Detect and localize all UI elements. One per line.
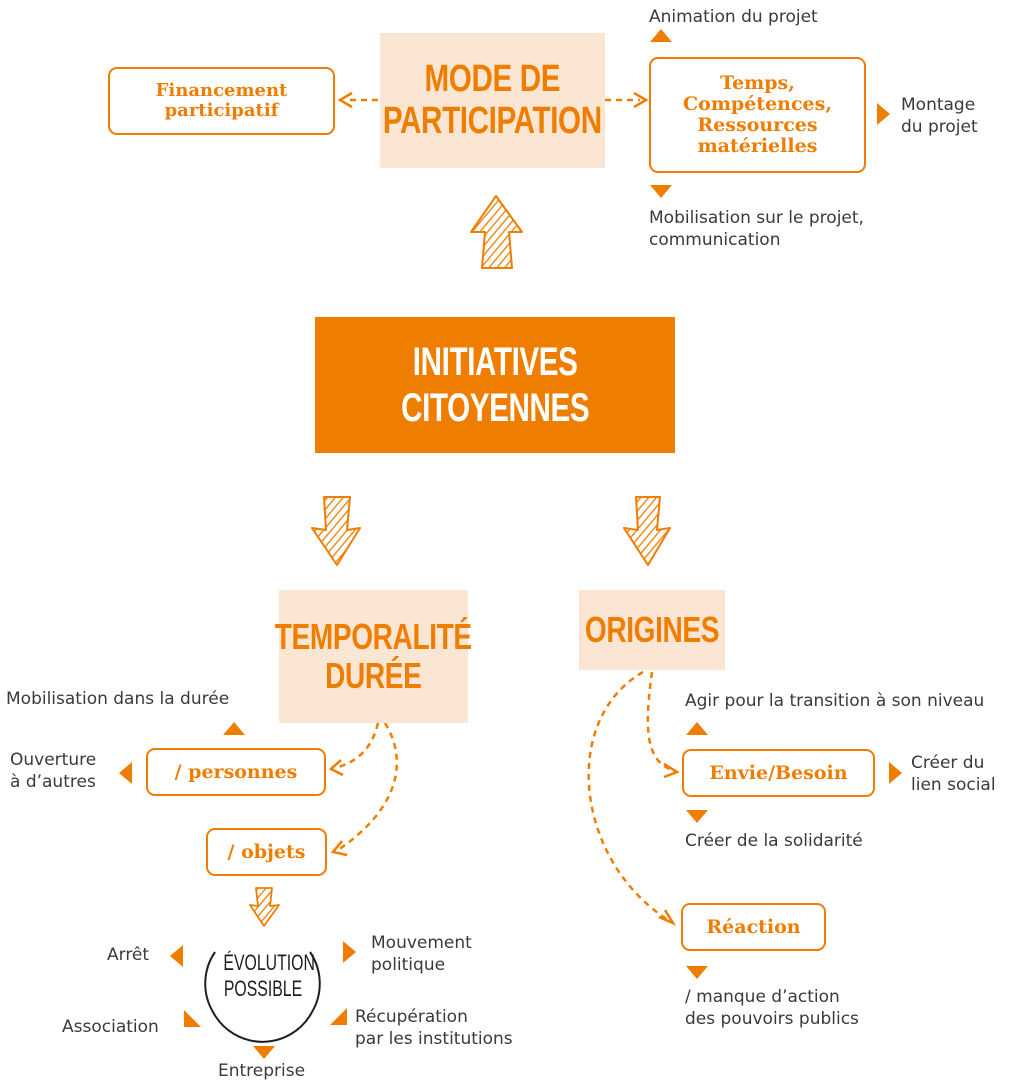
arrow-origines-to-envie [646,671,680,779]
lien-line1: Créer du [911,753,985,773]
triangle-right-lien [889,762,902,784]
reaction-box: Réaction [681,903,826,951]
manque-line1: / manque d’action [685,987,840,1007]
montage-line2: du projet [901,117,978,138]
origines-title: ORIGINES [584,608,720,650]
triangle-right-montage [877,103,890,125]
mode-participation-title: MODE DE PARTICIPATION [383,59,602,141]
triangle-up-agir [686,722,708,735]
initiatives-title: INITIATIVES CITOYENNES [400,339,590,431]
reaction-label: Réaction [706,915,801,938]
ouverture-label: Ouverture à d’autres [10,749,96,793]
initiatives-line2: CITOYENNES [400,386,590,430]
evolution-possible-label: ÉVOLUTION POSSIBLE [208,950,318,1014]
triangle-association [184,1010,201,1027]
evolution-circle [204,951,321,1043]
manque-line2: des pouvoirs publics [685,1009,859,1030]
montage-label: Montage du projet [901,94,978,138]
recuperation-line1: Récupération [355,1007,468,1027]
envie-besoin-box: Envie/Besoin [682,749,875,797]
temporalite-box: TEMPORALITÉ DURÉE [275,590,472,723]
mouvement-line1: Mouvement [371,933,472,953]
lien-social-label: Créer du lien social [911,752,996,796]
animation-label: Animation du projet [649,7,818,27]
arrow-temporalite-to-objets [330,722,399,857]
triangle-up-animation [650,29,672,42]
personnes-box: / personnes [146,748,326,796]
mode-title-line2: PARTICIPATION [383,99,602,142]
hatched-arrow-down-right [623,496,671,566]
lien-line2: lien social [911,775,996,796]
mode-participation-box: MODE DE PARTICIPATION [380,33,605,168]
triangle-down-entreprise [253,1046,275,1059]
envie-besoin-label: Envie/Besoin [709,761,848,784]
recuperation-label: Récupération par les institutions [355,1006,513,1050]
initiatives-line1: INITIATIVES [412,340,578,384]
agir-label: Agir pour la transition à son niveau [685,691,985,711]
triangle-right-mouvement [343,941,356,963]
temporalite-line1: TEMPORALITÉ [275,615,472,657]
temps-line2: Compétences, [683,93,832,116]
solidarite-label: Créer de la solidarité [685,831,863,851]
mobilisation-duree-label: Mobilisation dans la durée [6,689,230,709]
recuperation-line2: par les institutions [355,1029,513,1050]
arret-label: Arrêt [107,945,150,965]
financement-box: Financement participatif [108,67,335,135]
objets-label: / objets [227,840,306,863]
ouverture-line2: à d’autres [10,772,96,793]
mobilisation-label: Mobilisation sur le projet, communicatio… [649,207,864,251]
temps-line1: Temps, [720,72,795,95]
arrow-origines-to-reaction [587,670,677,926]
mode-title-line1: MODE DE [424,58,561,101]
hatched-arrow-down-left [311,496,361,566]
triangle-down-manque [686,966,708,979]
triangle-left-arret [170,945,183,967]
evolution-line1: ÉVOLUTION [223,950,315,975]
origines-box: ORIGINES [579,590,725,670]
temps-line4: matérielles [697,134,818,157]
temporalite-line2: DURÉE [325,654,422,696]
mouvement-line2: politique [371,955,446,976]
hatched-arrow-up [470,195,523,269]
temps-line3: Ressources [697,114,818,136]
personnes-label: / personnes [174,760,298,783]
ouverture-line1: Ouverture [10,750,97,770]
initiatives-citoyennes-box: INITIATIVES CITOYENNES [315,317,675,453]
triangle-down-solidarite [686,810,708,823]
triangle-up-mobilisation-duree [223,722,245,735]
arrow-mode-to-financement [337,91,378,109]
entreprise-label: Entreprise [218,1061,306,1081]
temps-competences-box: Temps, Compétences, Ressources matériell… [649,57,866,173]
mouvement-label: Mouvement politique [371,932,472,976]
hatched-arrow-down-small [249,887,280,927]
arrow-temporalite-to-personnes [328,722,380,777]
evolution-line2: POSSIBLE [223,976,303,1002]
financement-line2: participatif [164,100,279,121]
arrow-mode-to-temps [605,91,649,109]
mobilisation-line1: Mobilisation sur le projet, [649,208,864,228]
triangle-recuperation [330,1008,347,1025]
mobilisation-line2: communication [649,230,781,251]
montage-line1: Montage [901,95,976,115]
triangle-left-ouverture [119,762,132,784]
objets-box: / objets [206,828,327,876]
temporalite-title: TEMPORALITÉ DURÉE [275,615,472,696]
financement-line1: Financement [155,80,288,102]
manque-label: / manque d’action des pouvoirs publics [685,986,859,1030]
triangle-down-mobilisation [650,185,672,198]
association-label: Association [62,1017,159,1037]
